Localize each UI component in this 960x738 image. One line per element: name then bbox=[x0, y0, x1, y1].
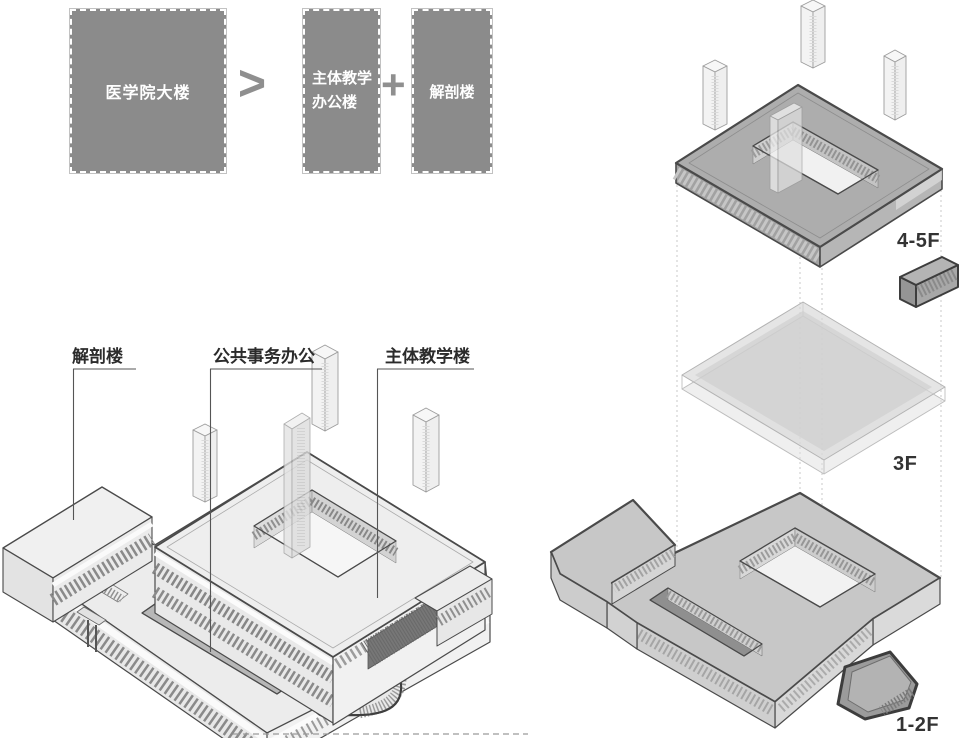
label-main-teaching: 主体教学楼 bbox=[385, 346, 470, 366]
floating-towers-right bbox=[702, 0, 907, 131]
right-bar-building bbox=[414, 565, 493, 647]
tower bbox=[311, 344, 339, 432]
parapet-line bbox=[688, 92, 930, 239]
greater-than-symbol: > bbox=[238, 55, 267, 112]
tower bbox=[192, 423, 218, 503]
label-public-affairs: 公共事务办公 bbox=[213, 346, 315, 366]
concept-box-label: 医学院大楼 bbox=[105, 85, 191, 102]
concept-box-main-teaching-office: 主体教学 办公楼 bbox=[303, 9, 380, 173]
parapet-line bbox=[166, 459, 474, 649]
wall bbox=[550, 551, 608, 629]
wedge-block bbox=[836, 650, 919, 721]
floor-3 bbox=[681, 301, 946, 475]
glass-slab-inner bbox=[695, 311, 932, 451]
core-shaft-4-5 bbox=[769, 102, 803, 194]
concept-box-medical-school: 医学院大楼 bbox=[70, 9, 226, 173]
slot-courtyard-1-2 bbox=[649, 587, 765, 657]
tower bbox=[412, 407, 440, 493]
courtyard-1-2 bbox=[737, 527, 878, 608]
bar-block bbox=[899, 256, 959, 308]
podium-window-band bbox=[25, 584, 255, 738]
label-floor-1-2: 1-2F bbox=[896, 714, 939, 736]
right-axon-drawing: 4-5F 3F 1-2F bbox=[549, 0, 959, 736]
concept-box-label-line1: 主体教学 bbox=[312, 70, 373, 87]
label-anatomy: 解剖楼 bbox=[72, 346, 123, 366]
plus-symbol: + bbox=[381, 61, 406, 108]
anatomy-wing-front-wall bbox=[52, 516, 153, 623]
floor-1-2 bbox=[549, 491, 942, 729]
concept-box-anatomy: 解剖楼 bbox=[412, 9, 492, 173]
concept-box-label: 解剖楼 bbox=[429, 83, 475, 101]
canopy-detail bbox=[76, 606, 107, 626]
tower bbox=[883, 49, 907, 121]
main-block bbox=[151, 412, 486, 726]
axon-callouts bbox=[72, 368, 474, 652]
tower bbox=[800, 0, 826, 69]
recessed-band bbox=[896, 169, 942, 210]
core-shaft bbox=[283, 412, 311, 559]
anatomy-wing bbox=[2, 486, 156, 623]
concept-box-label-line2: 办公楼 bbox=[312, 94, 358, 111]
label-floor-4-5: 4-5F bbox=[897, 230, 940, 252]
label-floor-3: 3F bbox=[893, 453, 917, 475]
bar-roof bbox=[899, 256, 959, 286]
left-axon-drawing: 解剖楼 公共事务办公 主体教学楼 bbox=[2, 344, 528, 738]
tower bbox=[702, 59, 728, 131]
floor-4-5 bbox=[672, 83, 944, 268]
